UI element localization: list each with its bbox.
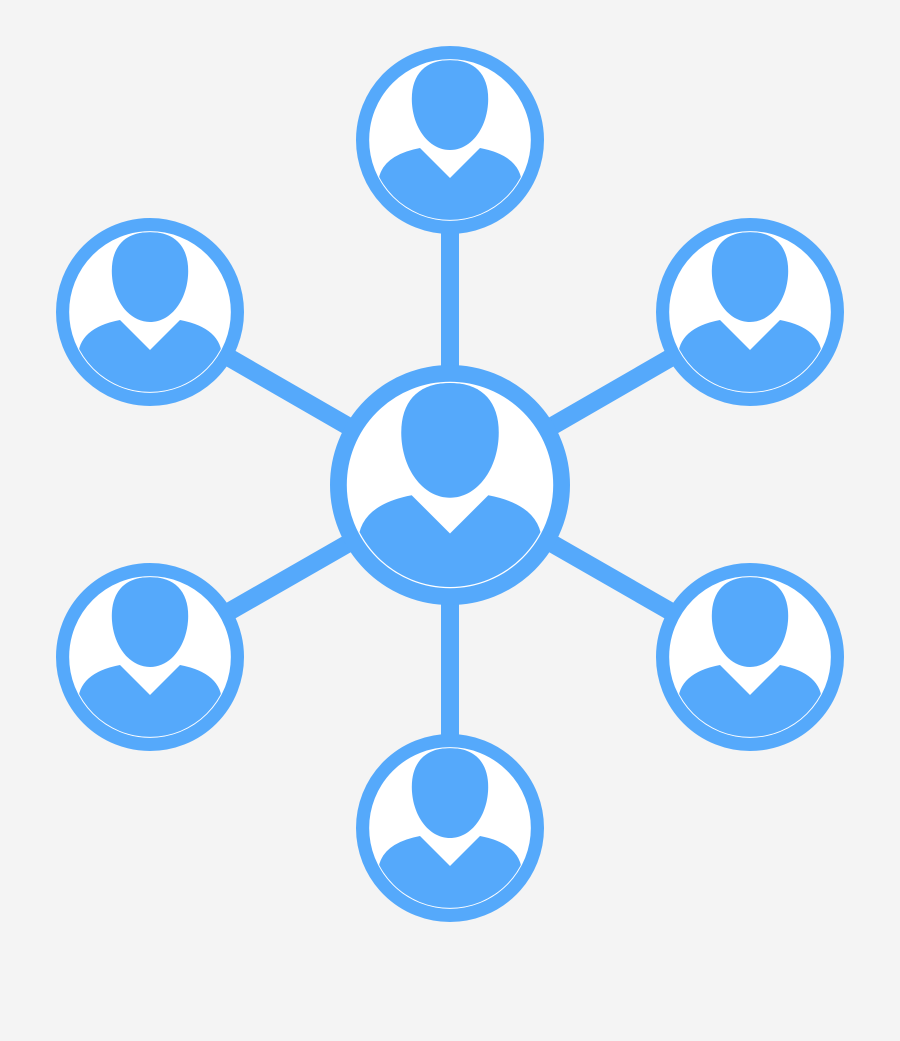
node-hub [329,364,570,605]
node-top [356,46,545,234]
user-head [111,577,189,667]
node-upper-right [656,218,845,406]
node-bottom [356,734,545,923]
user-icon [378,748,522,908]
user-head [111,232,189,322]
user-head [401,383,499,498]
user-head [411,748,489,838]
user-icon [678,232,822,392]
user-icon [78,232,222,392]
user-torso [678,665,822,737]
user-icon [358,383,542,587]
user-torso [378,148,522,220]
user-head [711,577,789,667]
user-torso [678,320,822,392]
user-icon [78,577,222,737]
user-torso [78,320,222,392]
user-head [711,232,789,322]
user-head [411,60,489,150]
user-torso [78,665,222,737]
nodes [56,46,845,923]
user-icon [378,60,522,220]
node-upper-left [56,218,244,406]
node-lower-right [656,563,845,752]
node-lower-left [56,563,244,752]
user-torso [378,836,522,908]
user-torso [358,495,542,587]
user-icon [678,577,822,737]
